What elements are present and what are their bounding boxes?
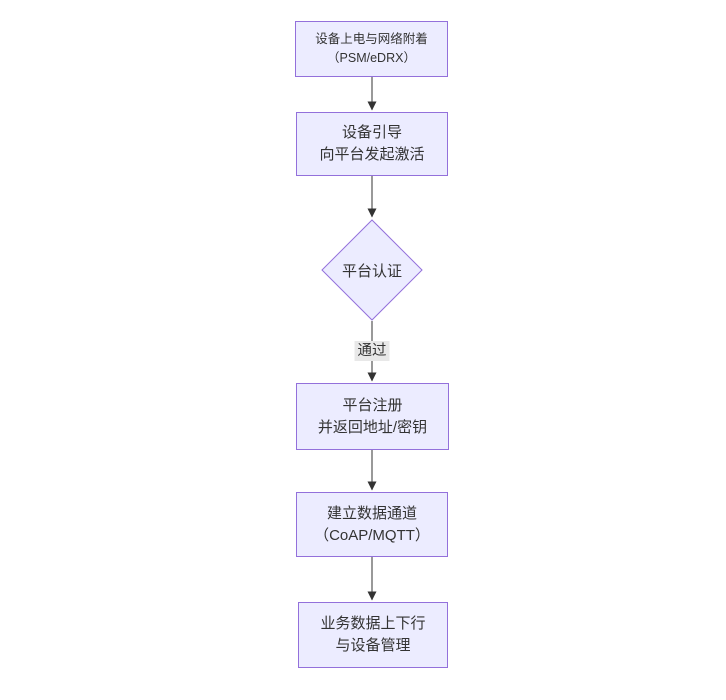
node-line: 与设备管理 bbox=[335, 637, 411, 654]
node-platform-auth: 平台认证 bbox=[321, 219, 423, 321]
node-line: 设备引导 bbox=[341, 124, 402, 141]
node-line: 建立数据通道 bbox=[326, 504, 417, 522]
node-line: 业务数据上下行 bbox=[320, 615, 426, 632]
node-business-ops: 业务数据上下行 与设备管理 bbox=[298, 602, 448, 668]
node-data-channel: 建立数据通道 （CoAP/MQTT） bbox=[296, 492, 448, 557]
edge-label-pass: 通过 bbox=[354, 341, 390, 361]
node-line: （CoAP/MQTT） bbox=[314, 526, 430, 544]
node-line: 并返回地址/密钥 bbox=[317, 418, 428, 436]
diamond-shape bbox=[321, 219, 423, 321]
node-line: 向平台发起激活 bbox=[319, 146, 425, 163]
node-line: 设备上电与网络附着 bbox=[315, 32, 428, 46]
node-bootstrap: 设备引导 向平台发起激活 bbox=[296, 112, 448, 176]
node-platform-register: 平台注册 并返回地址/密钥 bbox=[296, 383, 449, 450]
node-line: 平台认证 bbox=[341, 262, 402, 280]
node-power-attach: 设备上电与网络附着 （PSM/eDRX） bbox=[295, 21, 448, 77]
node-line: 平台注册 bbox=[342, 396, 403, 414]
node-line: （PSM/eDRX） bbox=[327, 51, 416, 65]
